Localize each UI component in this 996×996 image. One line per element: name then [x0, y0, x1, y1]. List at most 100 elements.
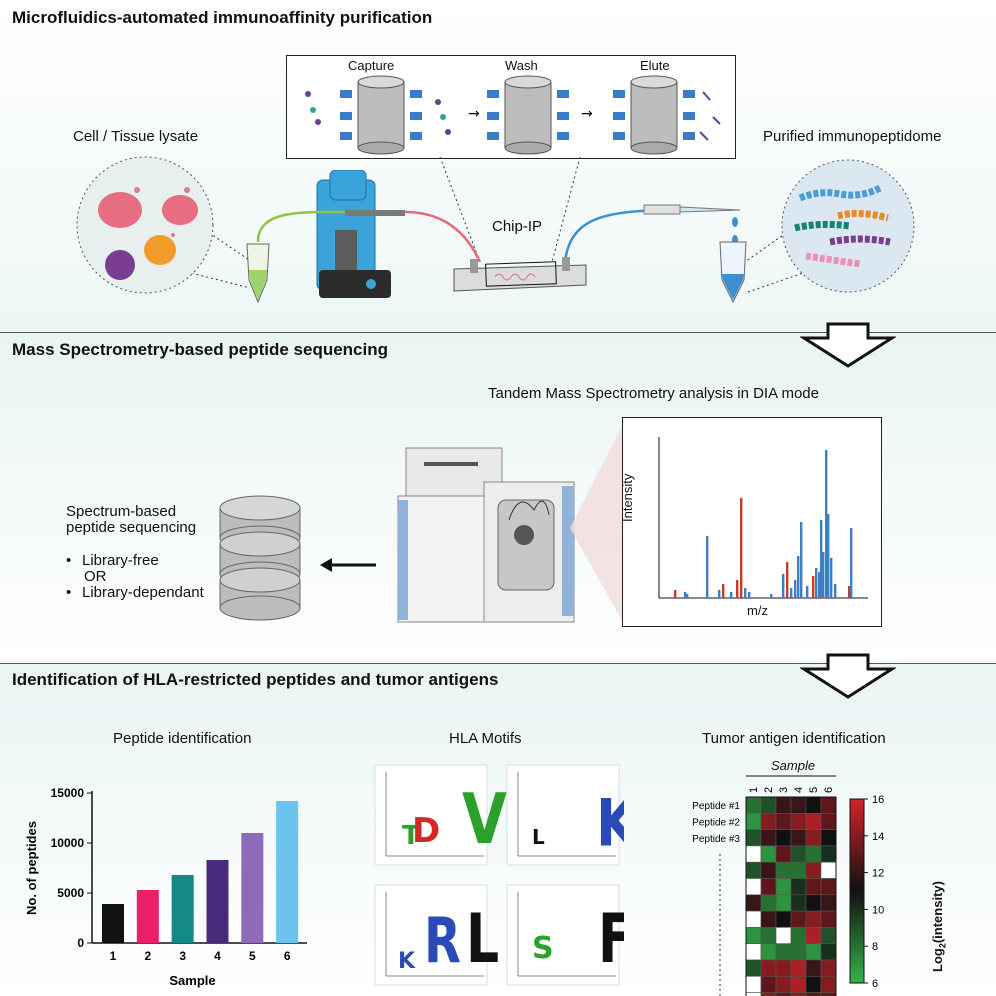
lysate-cells-illustration	[76, 156, 214, 294]
motif-logo-2: L K	[506, 764, 624, 866]
heatmap-cell	[790, 845, 807, 863]
heatmap-cell	[805, 992, 822, 996]
heatmap-cell	[775, 829, 792, 847]
bullet-2: •	[66, 584, 72, 601]
heatmap-cell	[745, 845, 762, 863]
heatmap-cell	[760, 894, 777, 912]
heatmap-cell	[790, 878, 807, 896]
step-elute-label: Elute	[640, 58, 670, 73]
heatmap-col-label: 2	[763, 787, 775, 793]
heatmap-cell	[790, 943, 807, 961]
heatmap-cell	[805, 943, 822, 961]
heatmap-cell	[760, 796, 777, 814]
heatmap-cell	[745, 927, 762, 944]
peptide-chains-icon	[794, 184, 891, 268]
step-wash-label: Wash	[505, 58, 538, 73]
spectrum-peak	[786, 562, 789, 598]
heatmap-cell	[790, 829, 807, 847]
capture-column-icon	[305, 75, 451, 155]
heatmap-row-label: Peptide #1	[692, 801, 740, 812]
heatmap-cell	[805, 845, 822, 863]
motif-logo-4: S F	[506, 884, 624, 986]
heatmap-cell	[760, 812, 777, 830]
heatmap-col-label: 1	[748, 787, 760, 793]
heatmap-cell	[745, 878, 762, 896]
spectrum-peak	[834, 584, 837, 598]
lysate-label: Cell / Tissue lysate	[73, 128, 199, 145]
spectrum-peak	[825, 450, 828, 598]
heatmap-cell	[805, 959, 822, 977]
bar-sample-3	[171, 875, 194, 943]
spectrum-ylabel: Intensity	[620, 473, 635, 522]
heatmap-cell	[820, 796, 837, 814]
spectrum-xlabel: m/z	[747, 603, 768, 618]
y-tick-label: 10000	[51, 836, 85, 850]
heatmap-col-label: 4	[793, 787, 805, 793]
tubing-lines	[256, 208, 661, 263]
svg-text:K: K	[398, 949, 416, 974]
heatmap-cell	[820, 812, 837, 830]
x-tick-label: 3	[179, 949, 186, 963]
spectrum-peak	[706, 536, 709, 598]
step-capture-label: Capture	[348, 58, 395, 73]
arrow-left-icon	[320, 558, 376, 572]
heatmap-cell	[820, 943, 837, 961]
tumor-antigen-title: Tumor antigen identification	[702, 730, 886, 747]
spectrum-peak	[830, 558, 833, 598]
motif-logo-3: K R L	[374, 884, 499, 986]
y-tick-label: 5000	[57, 886, 84, 900]
colorbar	[849, 798, 865, 984]
ms-spectrum-panel	[622, 417, 882, 627]
colorbar-tick-label: 14	[872, 831, 884, 843]
heatmap-cell	[805, 976, 822, 993]
heatmap-cell	[820, 829, 837, 847]
heatmap-cell	[820, 992, 837, 996]
heatmap-cell	[790, 910, 807, 928]
option-or: OR	[84, 568, 107, 585]
heatmap-cell	[805, 861, 822, 879]
heatmap-cell	[745, 829, 762, 847]
svg-text:R: R	[424, 905, 461, 978]
heatmap-cell	[775, 894, 792, 912]
zoom-projection	[570, 422, 624, 624]
spectrum-peak	[827, 514, 830, 598]
spectrum-peak	[794, 580, 797, 598]
ms-spectrum-chart	[658, 437, 868, 599]
heatmap-cell	[745, 861, 762, 879]
heatmap-cell	[775, 927, 792, 944]
heatmap-cell	[820, 976, 837, 993]
tandem-ms-label: Tandem Mass Spectrometry analysis in DIA…	[488, 385, 819, 402]
bar-sample-6	[276, 801, 299, 943]
chip-ip-device-icon	[453, 257, 587, 292]
spectrum-peak	[730, 592, 733, 598]
sample-tube-icon	[246, 243, 270, 304]
heatmap-cell	[820, 959, 837, 977]
colorbar-label: Log2(intensity)	[930, 881, 948, 972]
section-title-identification: Identification of HLA-restricted peptide…	[12, 670, 499, 689]
spectrum-peak	[718, 590, 721, 598]
heatmap-cell	[760, 910, 777, 928]
heatmap-cell	[805, 894, 822, 912]
wash-column-icon	[487, 75, 569, 155]
bar-sample-1	[102, 904, 124, 943]
spectrum-peak	[736, 580, 739, 598]
spectrum-peak	[820, 520, 823, 598]
purified-label: Purified immunopeptidome	[763, 128, 942, 145]
peptide-id-title: Peptide identification	[113, 730, 252, 747]
spectrum-peak	[815, 568, 818, 598]
heatmap-cell	[790, 927, 807, 944]
section-title-purification: Microfluidics-automated immunoaffinity p…	[12, 8, 433, 27]
svg-text:T: T	[402, 821, 420, 851]
bar-xlabel: Sample	[169, 973, 215, 988]
spectrum-peak	[818, 572, 821, 598]
heatmap-cell	[745, 812, 762, 830]
heatmap-cell	[760, 927, 777, 944]
divider-2	[0, 663, 996, 664]
cell-icon	[98, 192, 142, 228]
heatmap-cell	[775, 845, 792, 863]
spectrum-peak	[790, 588, 793, 598]
svg-text:L: L	[466, 900, 499, 978]
svg-text:V: V	[462, 780, 507, 860]
spectrum-title-line1: Spectrum-based	[66, 503, 177, 520]
